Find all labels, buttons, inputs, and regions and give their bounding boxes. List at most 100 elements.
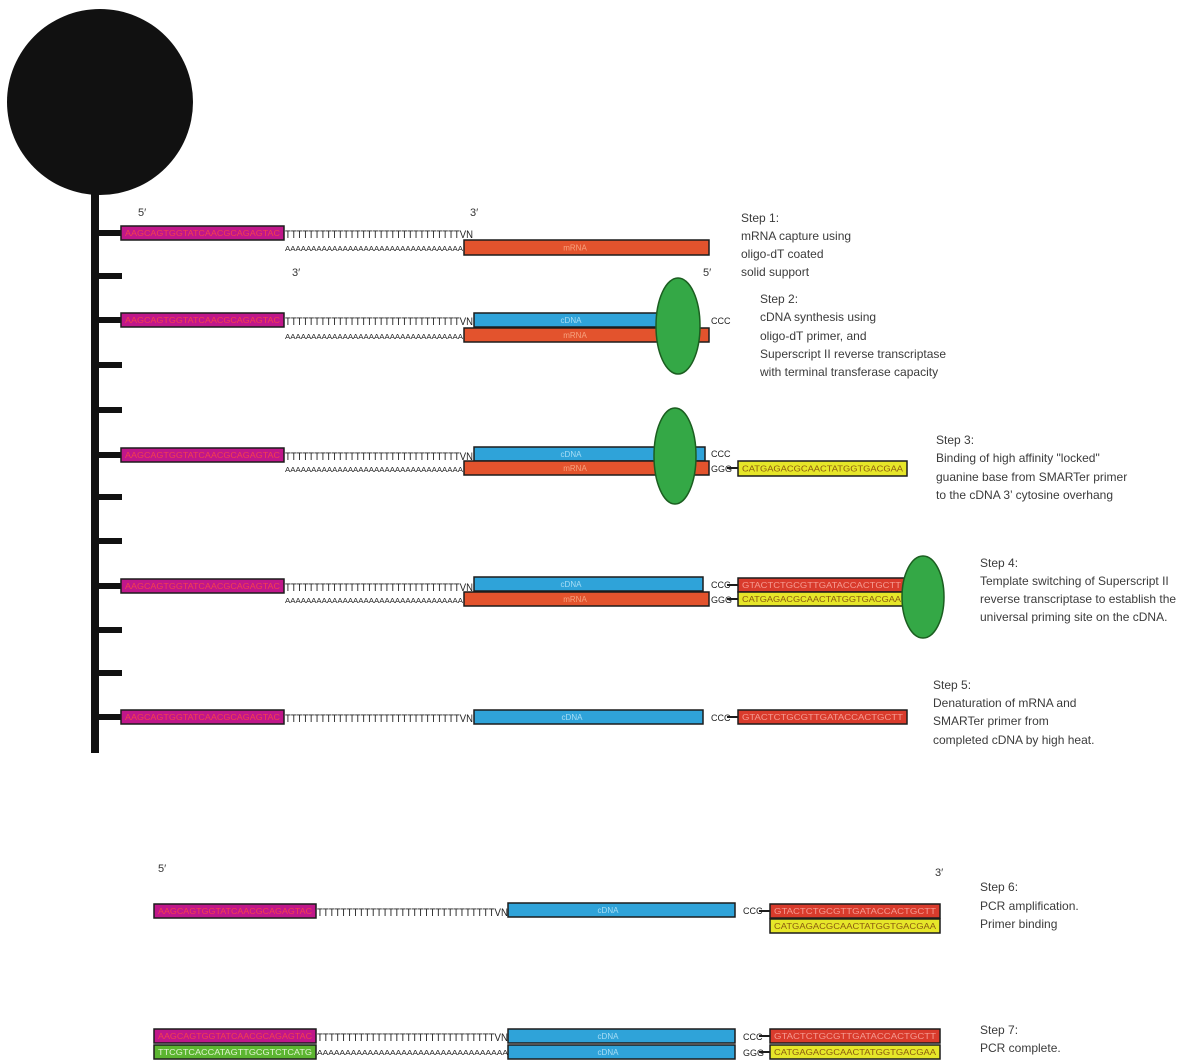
step-description-line: oligo-dT primer, and (760, 329, 867, 343)
cdna-bar (474, 710, 703, 724)
step-2-molecules: AAGCAGTGGTATCAACGCAGAGTAC TTTTTTTTTTTTTT… (91, 278, 731, 374)
poly-t-tail: TTTTTTTTTTTTTTTTTTTTTTTTTTTTTTVN (285, 451, 473, 463)
cytosine-overhang-label: CCC (711, 316, 731, 326)
poly-t-tail: TTTTTTTTTTTTTTTTTTTTTTTTTTTTTTVN (285, 582, 473, 594)
cdna-strand: cDNA (508, 903, 735, 917)
smarter-oligo-sequence: CATGAGACGCAACTATGGTGACGAA (742, 595, 902, 604)
step-title: Step 7: (980, 1023, 1018, 1037)
step-description-line: Binding of high affinity "locked" (936, 451, 1100, 465)
support-stem (91, 180, 99, 753)
cdna-label: cDNA (598, 1032, 620, 1041)
mrna-label: mRNA (563, 331, 587, 340)
poly-a-tail: AAAAAAAAAAAAAAAAAAAAAAAAAAAAAAAAAA (285, 332, 463, 341)
step-description-line: PCR complete. (980, 1041, 1061, 1055)
solid-support-bead (7, 9, 193, 195)
step-description-line: Superscript II reverse transcriptase (760, 347, 946, 361)
poly-t-tail: TTTTTTTTTTTTTTTTTTTTTTTTTTTTTTVN (285, 229, 473, 241)
step-description-line: completed cDNA by high heat. (933, 733, 1094, 747)
poly-t-tail: TTTTTTTTTTTTTTTTTTTTTTTTTTTTTTVN (285, 316, 473, 328)
step-title: Step 5: (933, 678, 971, 692)
mrna-strand: mRNA (464, 240, 709, 255)
step-6-molecules: AAGCAGTGGTATCAACGCAGAGTAC TTTTTTTTTTTTTT… (154, 903, 940, 933)
support-tick (91, 494, 122, 500)
support-tick (91, 317, 122, 323)
support-tick (91, 273, 122, 279)
step-title: Step 6: (980, 880, 1018, 894)
smarter-complement: GTACTCTGCGTTGATACCACTGCTT (738, 710, 907, 724)
oligo-dt-primer: AAGCAGTGGTATCAACGCAGAGTAC (121, 226, 284, 240)
mrna-label: mRNA (563, 464, 587, 473)
smarter-oligo-sequence: CATGAGACGCAACTATGGTGACGAA (774, 922, 937, 931)
cdna-bar (474, 577, 703, 591)
smarter-oligo: CATGAGACGCAACTATGGTGACGAA (738, 592, 905, 606)
five-prime-label: 5′ (158, 863, 166, 875)
cdna-bar (508, 1045, 735, 1059)
step-description-line: solid support (741, 265, 810, 279)
poly-a-tail: AAAAAAAAAAAAAAAAAAAAAAAAAAAAAAAAAA (285, 465, 463, 474)
step-4-molecules: AAGCAGTGGTATCAACGCAGAGTAC TTTTTTTTTTTTTT… (91, 556, 944, 638)
support-tick (91, 362, 122, 368)
step-description-line: to the cDNA 3’ cytosine overhang (936, 488, 1113, 502)
reverse-transcriptase-enzyme (654, 408, 696, 504)
oligo-dt-primer: AAGCAGTGGTATCAACGCAGAGTAC (121, 579, 284, 593)
step-3-caption: Step 3: Binding of high affinity "locked… (936, 433, 1127, 502)
smarter-oligo-sequence: CATGAGACGCAACTATGGTGACGAA (742, 465, 904, 474)
cytosine-overhang-label: CCC (711, 449, 731, 459)
step-6-caption: Step 6: PCR amplification. Primer bindin… (980, 880, 1079, 931)
oligo-dt-primer: AAGCAGTGGTATCAACGCAGAGTAC (154, 1029, 316, 1043)
oligo-dt-primer: AAGCAGTGGTATCAACGCAGAGTAC (121, 313, 284, 327)
support-tick (91, 583, 122, 589)
reverse-transcriptase-enzyme (902, 556, 944, 638)
oligo-dt-primer-sequence: AAGCAGTGGTATCAACGCAGAGTAC (125, 451, 280, 460)
cdna-label: cDNA (598, 1048, 620, 1057)
cdna-label: cDNA (561, 316, 583, 325)
support-tick (91, 714, 122, 720)
step-4-caption: Step 4: Template switching of Superscrip… (980, 556, 1176, 624)
smarter-complement-sequence: GTACTCTGCGTTGATACCACTGCTT (774, 907, 936, 916)
oligo-dt-primer-sequence: AAGCAGTGGTATCAACGCAGAGTAC (125, 582, 280, 591)
poly-t-tail: TTTTTTTTTTTTTTTTTTTTTTTTTTTTTTVN (285, 713, 473, 725)
step-1-molecules: AAGCAGTGGTATCAACGCAGAGTAC TTTTTTTTTTTTTT… (91, 226, 709, 255)
cdna-strand: cDNA (474, 710, 703, 724)
step-1-caption: Step 1: mRNA capture using oligo-dT coat… (741, 211, 851, 279)
poly-t-tail: TTTTTTTTTTTTTTTTTTTTTTTTTTTTTTVN (317, 907, 508, 919)
mrna-strand: mRNA (464, 592, 709, 606)
step-title: Step 3: (936, 433, 974, 447)
poly-t-tail: TTTTTTTTTTTTTTTTTTTTTTTTTTTTTTVN (317, 1032, 508, 1044)
three-prime-label: 3′ (292, 267, 300, 279)
step-description-line: universal priming site on the cDNA. (980, 610, 1167, 624)
smarter-complement: GTACTCTGCGTTGATACCACTGCTT (770, 1029, 940, 1043)
three-prime-label: 3′ (935, 867, 943, 879)
poly-a-tail: AAAAAAAAAAAAAAAAAAAAAAAAAAAAAAAAAA (317, 1048, 508, 1057)
five-prime-label: 5′ (138, 207, 146, 219)
step-description-line: guanine base from SMARTer primer (936, 470, 1127, 484)
smarter-complement: GTACTCTGCGTTGATACCACTGCTT (738, 578, 905, 592)
smarter-oligo: CATGAGACGCAACTATGGTGACGAA (770, 1045, 940, 1059)
smarter-oligo: CATGAGACGCAACTATGGTGACGAA (738, 461, 907, 476)
smarter-oligo: CATGAGACGCAACTATGGTGACGAA (770, 919, 940, 933)
cdna-strand: cDNA (508, 1045, 735, 1059)
cdna-bar (508, 1029, 735, 1043)
support-tick (91, 670, 122, 676)
step-description-line: Primer binding (980, 917, 1057, 931)
oligo-dt-primer: AAGCAGTGGTATCAACGCAGAGTAC (154, 904, 316, 918)
step-description-line: PCR amplification. (980, 899, 1079, 913)
five-prime-label: 5′ (703, 267, 711, 279)
smarter-complement-sequence: GTACTCTGCGTTGATACCACTGCTT (742, 581, 901, 590)
step-title: Step 4: (980, 556, 1018, 570)
step-7-molecules: AAGCAGTGGTATCAACGCAGAGTAC TTCGTCACCATAGT… (154, 1029, 940, 1059)
support-tick (91, 627, 122, 633)
step-description-line: SMARTer primer from (933, 714, 1049, 728)
step-title: Step 2: (760, 292, 798, 306)
step-3-molecules: AAGCAGTGGTATCAACGCAGAGTAC TTTTTTTTTTTTTT… (91, 408, 907, 504)
step-description-line: Denaturation of mRNA and (933, 696, 1076, 710)
oligo-dt-primer: AAGCAGTGGTATCAACGCAGAGTAC (121, 710, 284, 724)
poly-a-tail: AAAAAAAAAAAAAAAAAAAAAAAAAAAAAAAAAA (285, 244, 463, 253)
smarter-complement-sequence: GTACTCTGCGTTGATACCACTGCTT (742, 713, 903, 722)
mrna-label: mRNA (563, 244, 587, 253)
smarter-oligo-sequence: CATGAGACGCAACTATGGTGACGAA (774, 1048, 937, 1057)
oligo-dt-primer-sequence: AAGCAGTGGTATCAACGCAGAGTAC (125, 229, 280, 238)
primer-complement-sequence: TTCGTCACCATAGTTGCGTCTCATG (158, 1048, 312, 1057)
poly-a-tail: AAAAAAAAAAAAAAAAAAAAAAAAAAAAAAAAAA (285, 596, 463, 605)
smarter-complement: GTACTCTGCGTTGATACCACTGCTT (770, 904, 940, 918)
